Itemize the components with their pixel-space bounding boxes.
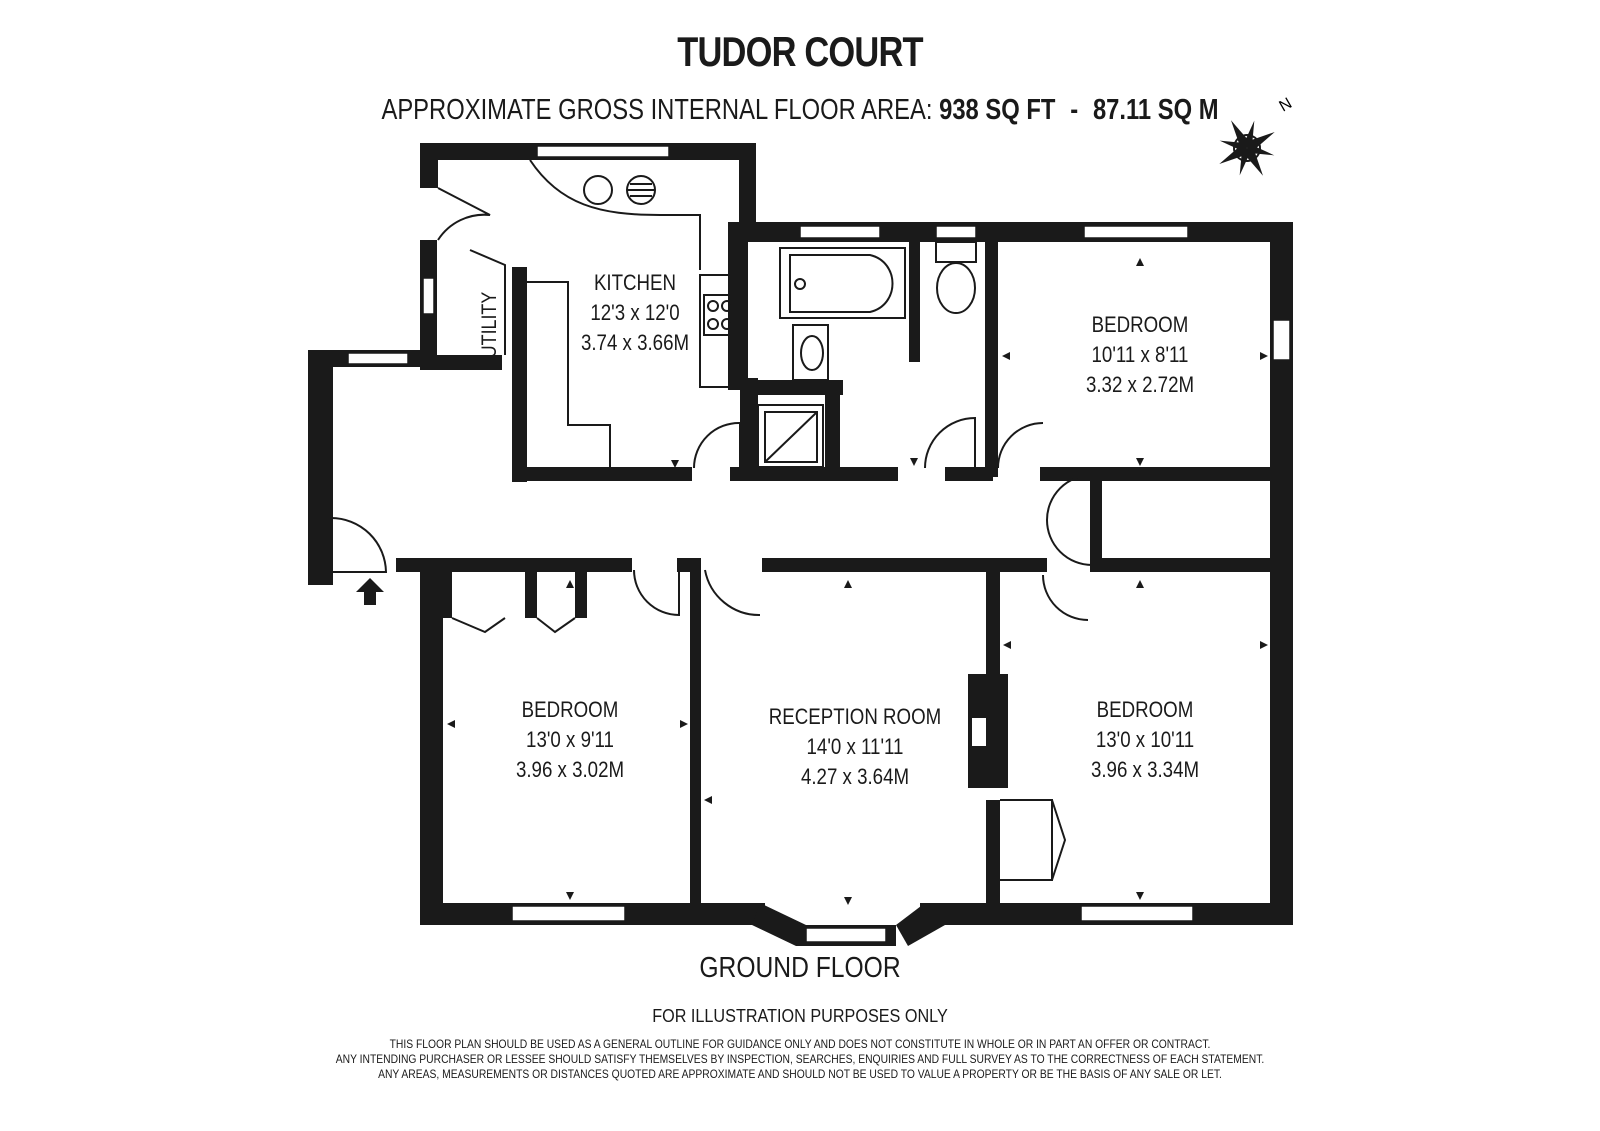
floor-area-label: APPROXIMATE GROSS INTERNAL FLOOR AREA:: [381, 94, 933, 126]
bedroom-top-right-metric: 3.32 x 2.72M: [1085, 372, 1195, 397]
illustration-note: FOR ILLUSTRATION PURPOSES ONLY: [652, 1006, 948, 1026]
bath-icon: [779, 247, 906, 319]
entrance-arrow-icon: [356, 578, 384, 605]
kitchen-imperial: 12'3 x 12'0: [590, 300, 680, 325]
floor-area-line: APPROXIMATE GROSS INTERNAL FLOOR AREA: 9…: [144, 94, 1456, 127]
room-label-bedroom-top-right: BEDROOM 10'11 x 8'11 3.32 x 2.72M: [1072, 310, 1208, 400]
bedroom-top-right-imperial: 10'11 x 8'11: [1091, 342, 1189, 367]
bedroom-bottom-right-name: BEDROOM: [1096, 697, 1194, 722]
disclaimer-line: THIS FLOOR PLAN SHOULD BE USED AS A GENE…: [389, 1037, 1211, 1051]
plan-title: TUDOR COURT: [677, 28, 923, 75]
room-label-kitchen: KITCHEN 12'3 x 12'0 3.74 x 3.66M: [571, 268, 699, 358]
disclaimer-line: ANY INTENDING PURCHASER OR LESSEE SHOULD…: [335, 1052, 1265, 1066]
reception-metric: 4.27 x 3.64M: [800, 764, 910, 789]
fixtures: [356, 159, 1067, 881]
dimension-ticks: [447, 258, 1268, 905]
reception-imperial: 14'0 x 11'11: [806, 734, 904, 759]
room-label-reception: RECEPTION ROOM 14'0 x 11'11 4.27 x 3.64M: [762, 702, 949, 792]
bedroom-bottom-right-imperial: 13'0 x 10'11: [1095, 727, 1195, 752]
compass-north-label: N: [1277, 95, 1296, 116]
drainer-icon: [626, 175, 656, 205]
kitchen-metric: 3.74 x 3.66M: [580, 330, 690, 355]
sink-bowl-icon: [583, 175, 613, 205]
bedroom-bottom-left-name: BEDROOM: [521, 697, 619, 722]
windows: [347, 145, 1291, 943]
floor-area-sqft: 938 SQ FT: [939, 94, 1056, 126]
bedroom-bottom-left-imperial: 13'0 x 9'11: [526, 727, 614, 752]
toilet-icon: [935, 241, 977, 263]
bedroom-bottom-left-metric: 3.96 x 3.02M: [515, 757, 625, 782]
kitchen-name: KITCHEN: [593, 270, 677, 295]
basin-icon: [792, 324, 829, 381]
shower-tray-icon: [757, 404, 824, 468]
bedroom-bottom-right-metric: 3.96 x 3.34M: [1090, 757, 1200, 782]
bedroom-top-right-name: BEDROOM: [1091, 312, 1189, 337]
exterior-walls: [308, 143, 1293, 946]
disclaimer-line: ANY AREAS, MEASUREMENTS OR DISTANCES QUO…: [378, 1067, 1222, 1081]
floor-name: GROUND FLOOR: [699, 952, 901, 984]
floor-area-separator: -: [1070, 94, 1079, 126]
interior-walls: [396, 225, 1293, 910]
floor-area-sqm: 87.11 SQ M: [1092, 94, 1219, 126]
door-swings: [330, 187, 1093, 621]
room-label-utility: UTILITY: [478, 291, 501, 359]
hob-icon: [699, 274, 741, 388]
disclaimer: THIS FLOOR PLAN SHOULD BE USED AS A GENE…: [112, 1037, 1488, 1082]
compass-rose-icon: [1219, 120, 1275, 176]
room-label-bedroom-bottom-left: BEDROOM 13'0 x 9'11 3.96 x 3.02M: [502, 695, 638, 785]
room-label-bedroom-bottom-right: BEDROOM 13'0 x 10'11 3.96 x 3.34M: [1077, 695, 1213, 785]
reception-name: RECEPTION ROOM: [768, 704, 942, 729]
